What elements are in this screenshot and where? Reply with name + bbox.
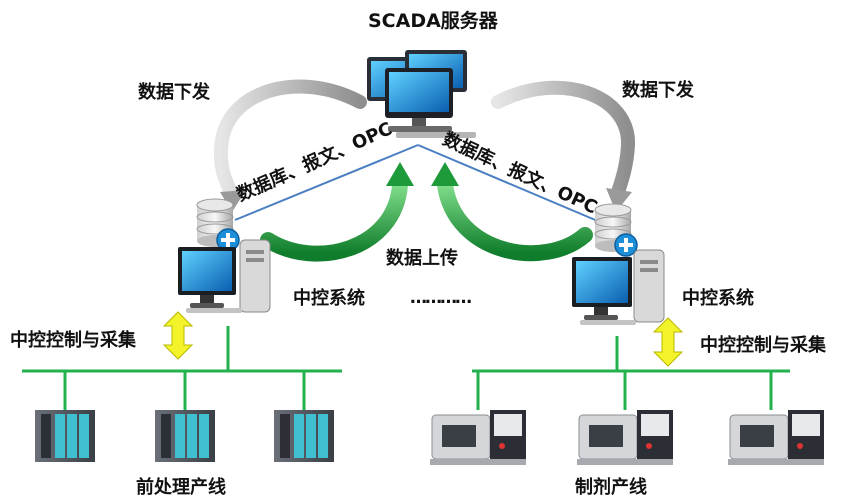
uplink-arrow-left [260,162,414,262]
control-ellipsis: ………… [410,288,472,308]
plc-unit-3-icon [274,410,334,462]
network-link-left [234,144,419,221]
machine-3-icon [728,410,824,465]
io-label-right: 中控控制与采集 [700,335,826,356]
left-field-bus [22,326,342,410]
scada-server-icon [367,50,476,138]
network-link-right [417,144,601,223]
line-label-right: 制剂产线 [575,477,647,498]
left-control-computer-icon [178,239,271,313]
plc-unit-2-icon [155,410,215,462]
right-io-double-arrow [652,317,684,367]
plc-unit-1-icon [35,410,95,462]
io-label-left: 中控控制与采集 [10,330,136,351]
server-label: SCADA服务器 [368,10,498,32]
control-label-right: 中控系统 [682,288,754,309]
downlink-label-right: 数据下发 [622,80,694,101]
downlink-arrow-left [213,79,367,212]
downlink-arrow-right [491,80,636,212]
machine-1-icon [430,410,526,465]
left-io-double-arrow [162,311,194,360]
right-field-bus [472,336,790,410]
left-database-icon [196,198,240,252]
machine-2-icon [577,410,673,465]
uplink-arrow-right [431,162,593,262]
right-database-icon [594,203,638,257]
right-control-computer-icon [572,249,665,325]
control-label-left: 中控系统 [293,288,365,309]
line-label-left: 前处理产线 [136,477,226,498]
downlink-label-left: 数据下发 [138,82,210,103]
uplink-label: 数据上传 [386,248,458,269]
